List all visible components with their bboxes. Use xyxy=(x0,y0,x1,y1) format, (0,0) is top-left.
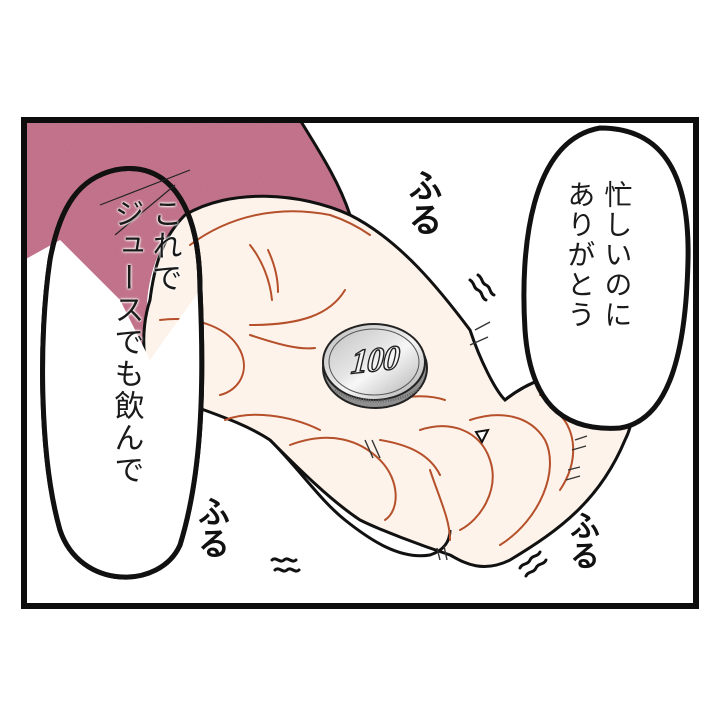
fingernail xyxy=(474,428,490,445)
coin-100-yen xyxy=(322,323,428,409)
sound-effect-bottom-right: ふる xyxy=(564,510,599,570)
coin-value: 100 xyxy=(349,339,401,383)
sound-effect-bottom-left: ふる xyxy=(193,495,231,559)
speech-bubble-right-line1: 忙しいのに xyxy=(600,180,634,330)
sleeve xyxy=(24,120,352,360)
shake-marks xyxy=(270,273,548,578)
speech-bubble-right-line2: ありがとう xyxy=(563,180,597,330)
sound-effect-top: ふる xyxy=(402,168,442,236)
speech-bubble-left-line1: これで xyxy=(146,198,182,294)
panel-border xyxy=(21,117,699,609)
speech-bubble-right-shape xyxy=(521,125,691,431)
speech-bubble-left-line2: ジュースでも飲んで xyxy=(108,198,144,486)
